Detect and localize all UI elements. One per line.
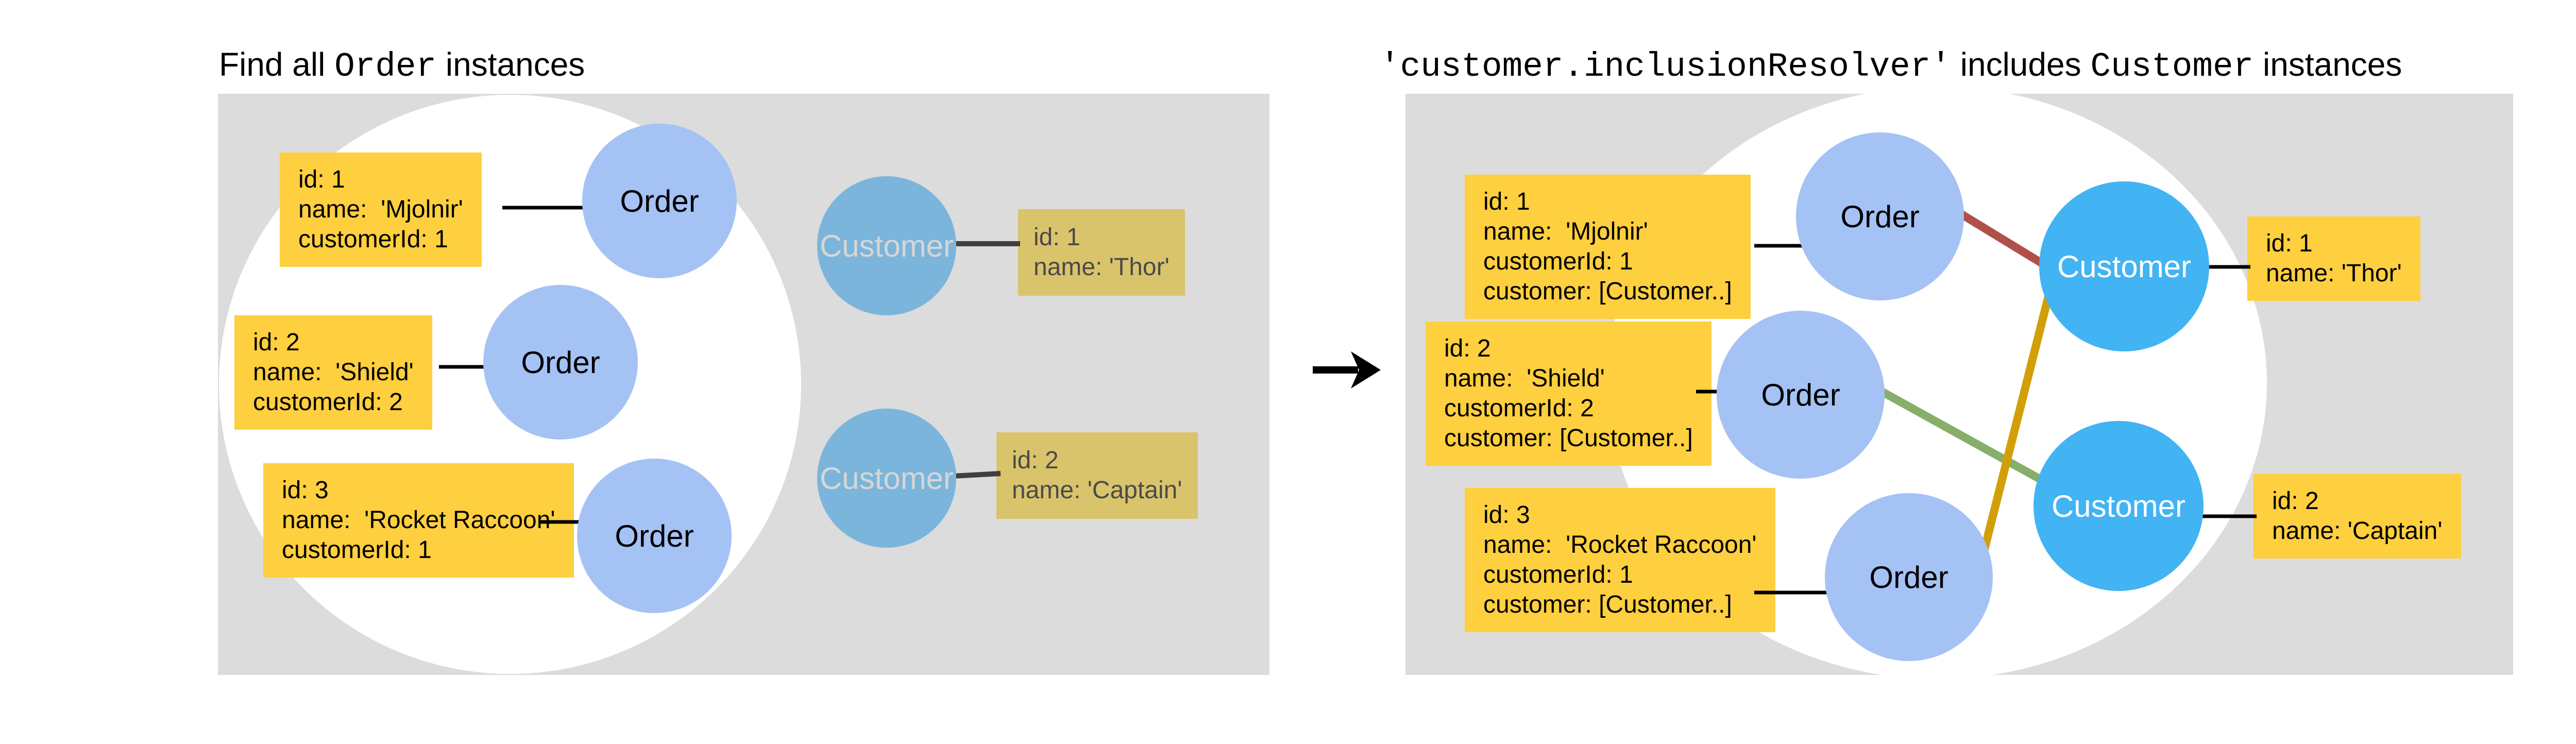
right-title-code1: 'customer.inclusionResolver' xyxy=(1380,47,1951,86)
left-title-code: Order xyxy=(334,47,437,86)
left-order2-record: id: 2 name: 'Shield' customerId: 2 xyxy=(234,315,432,430)
transform-arrow-head xyxy=(1351,351,1381,388)
right-customer1-record: id: 1 name: 'Thor' xyxy=(2247,216,2420,301)
left-order3-node: Order xyxy=(577,459,732,613)
right-customer1-node-label: Customer xyxy=(2057,249,2192,284)
right-customer2-record: id: 2 name: 'Captain' xyxy=(2253,474,2461,559)
left-order3-node-label: Order xyxy=(615,518,694,553)
left-customer2-record: id: 2 name: 'Captain' xyxy=(996,432,1198,519)
left-customer1-record: id: 1 name: 'Thor' xyxy=(1018,209,1185,296)
left-order3-record: id: 3 name: 'Rocket Raccoon' customerId:… xyxy=(263,463,574,578)
left-customer2-node: Customer xyxy=(817,409,956,548)
left-order1-record: id: 1 name: 'Mjolnir' customerId: 1 xyxy=(280,153,482,267)
relation-line-customer1-order3-orange xyxy=(1968,267,2060,599)
right-customer2-node-label: Customer xyxy=(2051,488,2186,523)
right-customer1-node: Customer xyxy=(2039,181,2209,351)
right-order3-node-label: Order xyxy=(1869,560,1948,595)
left-order2-node-label: Order xyxy=(521,345,600,380)
left-connector-customer2-label xyxy=(953,471,1001,479)
right-title-post: instances xyxy=(2253,46,2402,83)
right-title: 'customer.inclusionResolver' includes Cu… xyxy=(1380,45,2402,86)
left-title-post: instances xyxy=(436,46,585,83)
right-order1-node: Order xyxy=(1796,132,1964,300)
right-title-code2: Customer xyxy=(2090,47,2254,86)
right-order2-node: Order xyxy=(1717,311,1885,479)
left-customer1-node-label: Customer xyxy=(819,228,954,263)
left-title: Find all Order instances xyxy=(219,45,585,86)
left-order1-node: Order xyxy=(582,124,737,278)
left-order2-node: Order xyxy=(483,285,638,439)
right-order2-node-label: Order xyxy=(1761,377,1840,412)
left-title-pre: Find all xyxy=(219,46,335,83)
left-customer2-node-label: Customer xyxy=(819,461,954,496)
right-order2-record: id: 2 name: 'Shield' customerId: 2 custo… xyxy=(1426,322,1711,466)
right-order1-record: id: 1 name: 'Mjolnir' customerId: 1 cust… xyxy=(1465,175,1751,319)
relation-line-order2-customer2-green xyxy=(1873,384,2052,488)
right-order3-node: Order xyxy=(1825,493,1993,661)
left-customer1-node: Customer xyxy=(817,176,956,315)
right-title-mid: includes xyxy=(1951,46,2091,83)
left-order1-node-label: Order xyxy=(620,183,699,218)
right-order1-node-label: Order xyxy=(1840,199,1920,234)
right-order3-record: id: 3 name: 'Rocket Raccoon' customerId:… xyxy=(1465,488,1775,632)
right-customer2-node: Customer xyxy=(2033,421,2204,591)
